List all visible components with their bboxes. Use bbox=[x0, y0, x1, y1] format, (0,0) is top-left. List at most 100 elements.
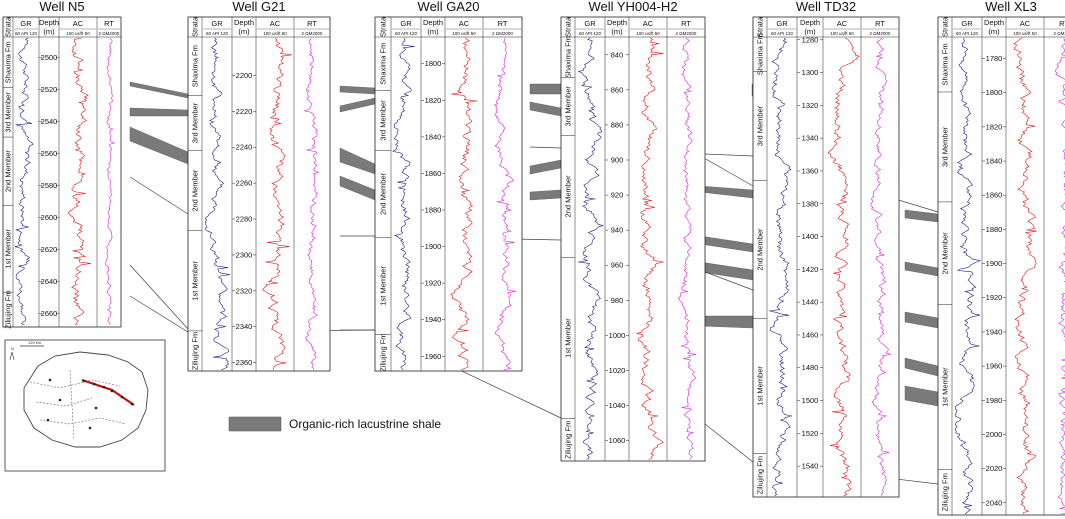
north-arrow-icon bbox=[9, 351, 15, 361]
shale-band bbox=[339, 175, 376, 201]
strata-label: 1st Member bbox=[756, 366, 765, 406]
rt-scale: 2 ΩM2000 bbox=[870, 31, 891, 36]
strata-label: 2nd Member bbox=[941, 232, 950, 275]
rt-header: RT bbox=[498, 19, 508, 28]
depth-tick-label: 2200 bbox=[236, 71, 253, 80]
depth-tick-label: 960 bbox=[611, 261, 624, 270]
gr-scale: 60 API 120 bbox=[206, 31, 229, 36]
strata-label: 3rd Member bbox=[564, 86, 573, 127]
ac-scale: 100 us/ft 50 bbox=[452, 31, 476, 36]
depth-tick-label: 1020 bbox=[609, 366, 626, 375]
well-title: Well YH004-H2 bbox=[588, 0, 677, 14]
depth-tick-label: 920 bbox=[611, 191, 624, 200]
shale-band bbox=[904, 311, 939, 329]
strata-label: Ziliujing Fm bbox=[379, 333, 388, 371]
map-well-marker bbox=[58, 398, 62, 402]
depth-tick-label: 1280 bbox=[802, 35, 819, 44]
legend-swatch bbox=[228, 416, 282, 432]
strata-label: Shaxima Fm bbox=[191, 45, 200, 87]
map-well-marker bbox=[110, 389, 114, 393]
shale-band bbox=[699, 315, 754, 329]
strata-header: Strata bbox=[379, 16, 388, 37]
ac-header: AC bbox=[643, 19, 654, 28]
depth-unit: (m) bbox=[43, 27, 55, 36]
strata-label: 2nd Member bbox=[564, 175, 573, 218]
correlation-layer bbox=[13, 81, 1065, 485]
ac-header: AC bbox=[73, 19, 84, 28]
depth-tick-label: 1320 bbox=[802, 101, 819, 110]
depth-tick-label: 2260 bbox=[236, 179, 253, 188]
depth-tick-label: 1820 bbox=[425, 96, 442, 105]
depth-header: Depth bbox=[800, 18, 820, 27]
strata-label: 1st Member bbox=[564, 318, 573, 358]
depth-tick-label: 840 bbox=[611, 50, 624, 59]
map-frame bbox=[4, 339, 166, 472]
rt-curve bbox=[677, 37, 697, 460]
shale-band bbox=[904, 357, 939, 377]
depth-tick-label: 2280 bbox=[236, 215, 253, 224]
strata-label: Shaxima Fm bbox=[941, 43, 950, 85]
depth-header: Depth bbox=[607, 18, 627, 27]
correlation-line bbox=[129, 176, 189, 215]
panel-frame bbox=[374, 16, 523, 372]
rt-scale: 2 ΩM2000 bbox=[1054, 31, 1065, 36]
depth-tick-label: 2560 bbox=[41, 149, 58, 158]
depth-tick-label: 900 bbox=[611, 156, 624, 165]
shale-band bbox=[129, 107, 189, 117]
depth-tick-label: 1880 bbox=[425, 206, 442, 215]
well-title: Well TD32 bbox=[796, 0, 856, 14]
depth-tick-label: 1900 bbox=[986, 259, 1003, 268]
gr-header: GR bbox=[20, 19, 32, 28]
depth-tick-label: 2660 bbox=[41, 309, 58, 318]
depth-tick-label: 1440 bbox=[802, 298, 819, 307]
strata-label: Ziliujing Fm bbox=[564, 421, 573, 459]
depth-tick-label: 1540 bbox=[802, 462, 819, 471]
shale-band bbox=[129, 81, 189, 99]
shale-band bbox=[339, 147, 376, 175]
strata-label: 1st Member bbox=[4, 228, 13, 268]
depth-tick-label: 2540 bbox=[41, 117, 58, 126]
depth-tick-label: 1400 bbox=[802, 232, 819, 241]
gr-curve bbox=[392, 37, 415, 370]
depth-tick-label: 1460 bbox=[802, 330, 819, 339]
depth-tick-label: 1900 bbox=[425, 242, 442, 251]
depth-tick-label: 1920 bbox=[425, 279, 442, 288]
depth-header: Depth bbox=[423, 18, 443, 27]
well-title: Well XL3 bbox=[985, 0, 1037, 14]
gr-scale: 60 API 120 bbox=[771, 31, 794, 36]
strata-label: 1st Member bbox=[941, 367, 950, 407]
depth-header: Depth bbox=[984, 18, 1004, 27]
rt-header: RT bbox=[1059, 19, 1065, 28]
shale-band bbox=[699, 261, 754, 281]
panel-frame bbox=[560, 16, 706, 462]
depth-tick-label: 2600 bbox=[41, 213, 58, 222]
strata-label: Shaxima Fm bbox=[756, 33, 765, 75]
ac-curve bbox=[636, 37, 664, 460]
depth-tick-label: 1820 bbox=[986, 122, 1003, 131]
ac-scale: 100 us/ft 50 bbox=[636, 31, 660, 36]
ac-scale: 100 us/ft 50 bbox=[830, 31, 854, 36]
strata-header: Strata bbox=[941, 16, 950, 37]
map-well-marker bbox=[48, 378, 52, 382]
basin-outline bbox=[23, 351, 149, 448]
rt-curve bbox=[303, 37, 320, 370]
depth-tick-label: 2220 bbox=[236, 107, 253, 116]
rt-scale: 2 ΩM2000 bbox=[492, 31, 513, 36]
panel-frame bbox=[187, 16, 331, 372]
rt-scale: 2 ΩM2000 bbox=[99, 31, 120, 36]
depth-tick-label: 1360 bbox=[802, 166, 819, 175]
depth-tick-label: 2620 bbox=[41, 245, 58, 254]
ac-header: AC bbox=[459, 19, 470, 28]
depth-tick-label: 2520 bbox=[41, 85, 58, 94]
ac-header: AC bbox=[270, 19, 281, 28]
gr-curve bbox=[954, 37, 982, 515]
panel-frame bbox=[752, 16, 900, 498]
gr-curve bbox=[768, 37, 793, 497]
ac-curve bbox=[827, 37, 860, 497]
map-well-marker bbox=[130, 402, 134, 406]
depth-tick-label: 980 bbox=[611, 296, 624, 305]
rt-curve bbox=[104, 37, 116, 326]
